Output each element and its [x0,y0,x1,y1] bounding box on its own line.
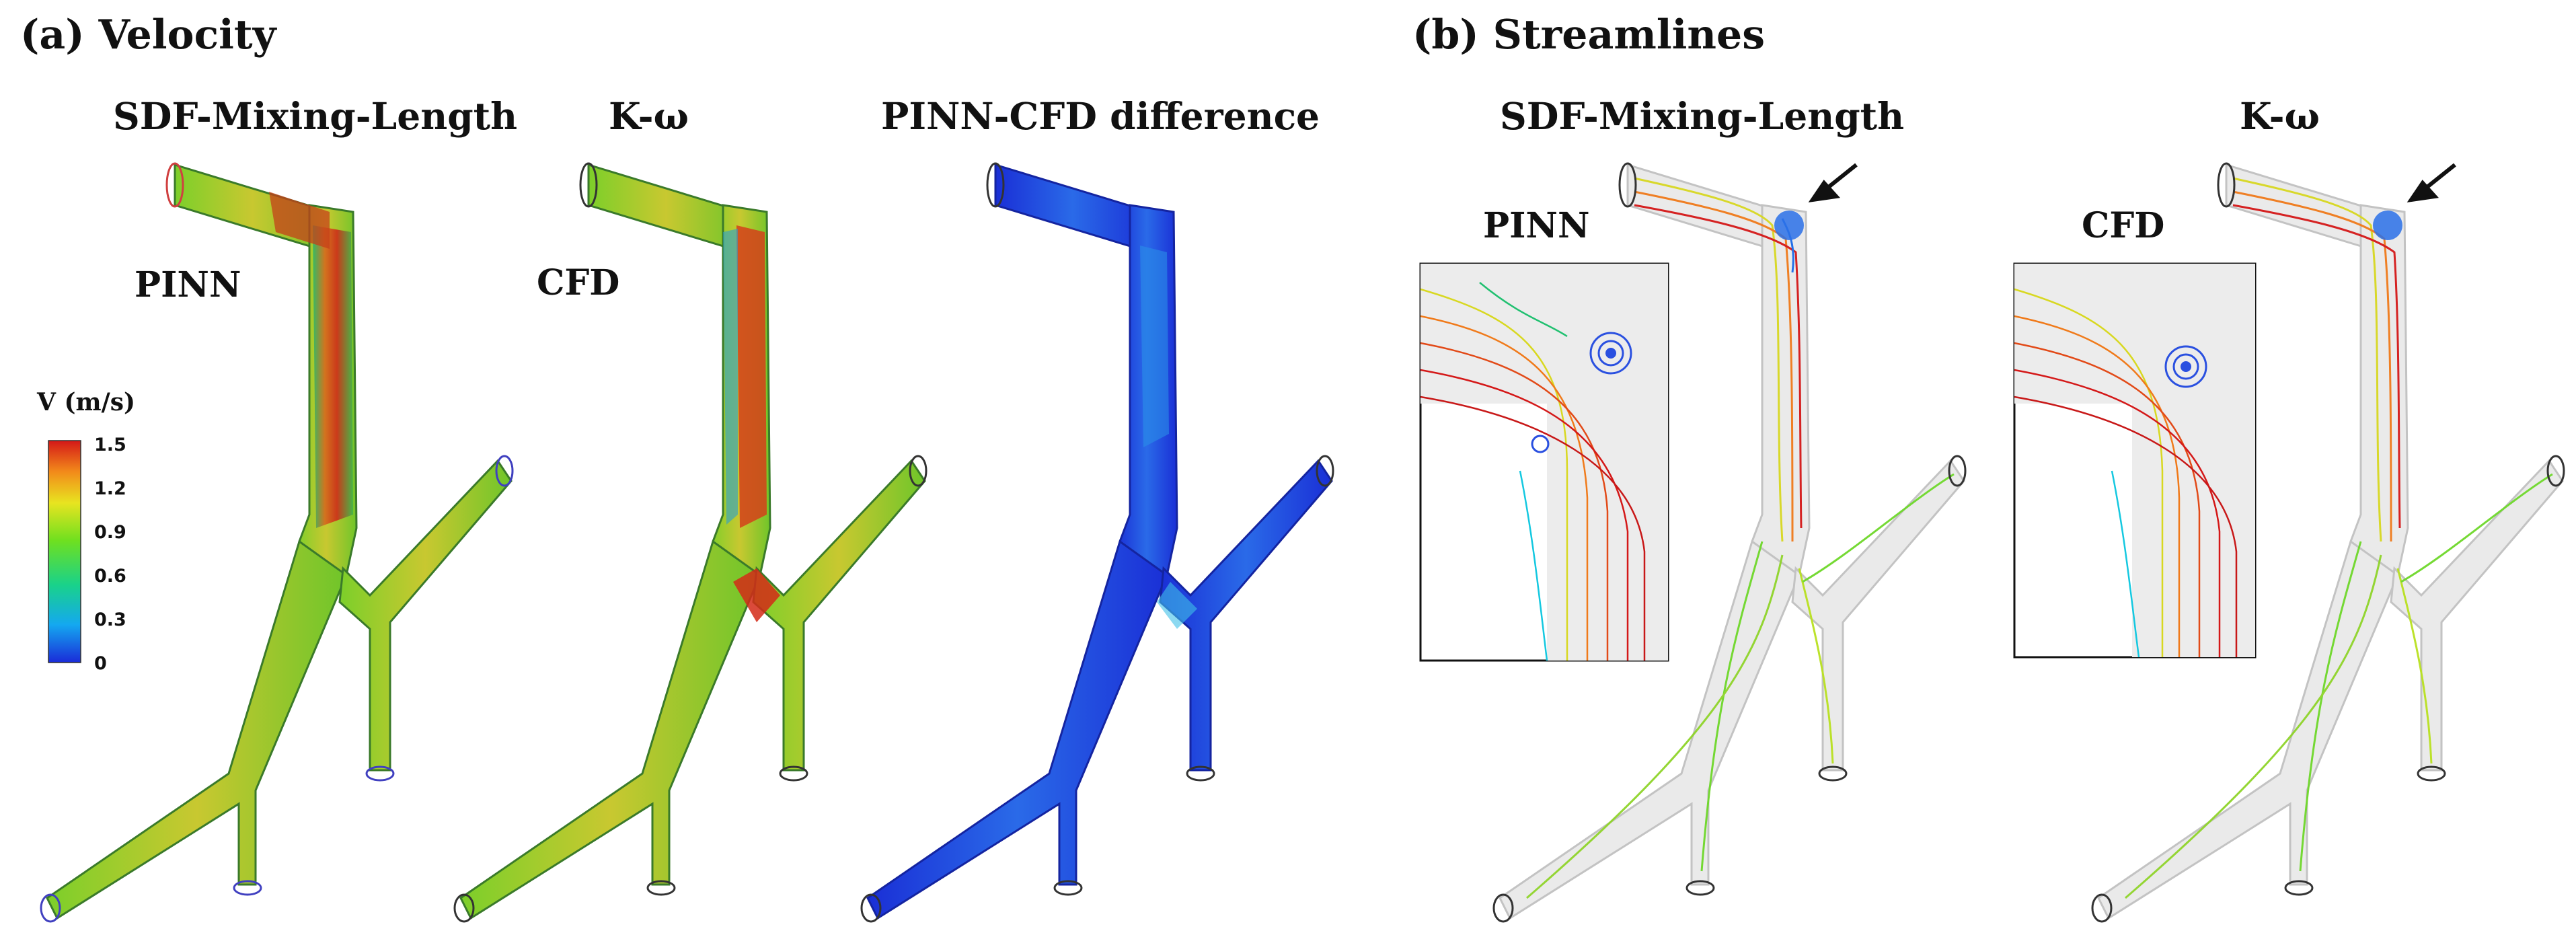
colorbar-tick: 0.9 [94,522,126,543]
column-title-difference: PINN-CFD difference [881,94,1320,138]
column-title-k-omega: K-ω [609,94,689,138]
streamline-model-cfd [2091,162,2565,923]
colorbar-title: V (m/s) [37,388,136,416]
colorbar-tick: 0.3 [94,609,126,630]
inset-label-pinn: PINN [1483,205,1590,246]
inset-label-cfd: CFD [2082,205,2165,246]
inset-pinn [1419,262,1669,662]
colorbar-tick: 1.2 [94,478,126,499]
velocity-model-difference [860,162,1334,923]
colorbar-tick: 1.5 [94,435,126,455]
label-pinn: PINN [135,264,241,305]
arrow-icon [2407,163,2456,202]
label-cfd: CFD [537,262,620,303]
colorbar-tick: 0 [94,653,107,674]
velocity-model-pinn [40,162,514,923]
streamline-title-sdf: SDF-Mixing-Length [1500,94,1905,138]
panel-a-title: (a) Velocity [20,11,276,59]
inset-cfd [2013,262,2257,659]
arrow-icon [1808,163,1858,202]
colorbar [48,440,81,663]
panel-b-title: (b) Streamlines [1412,11,1765,59]
streamline-title-k-omega: K-ω [2240,94,2320,138]
colorbar-tick: 0.6 [94,566,126,587]
column-title-sdf: SDF-Mixing-Length [113,94,518,138]
velocity-model-cfd [453,162,927,923]
streamline-model-pinn [1492,162,1967,923]
